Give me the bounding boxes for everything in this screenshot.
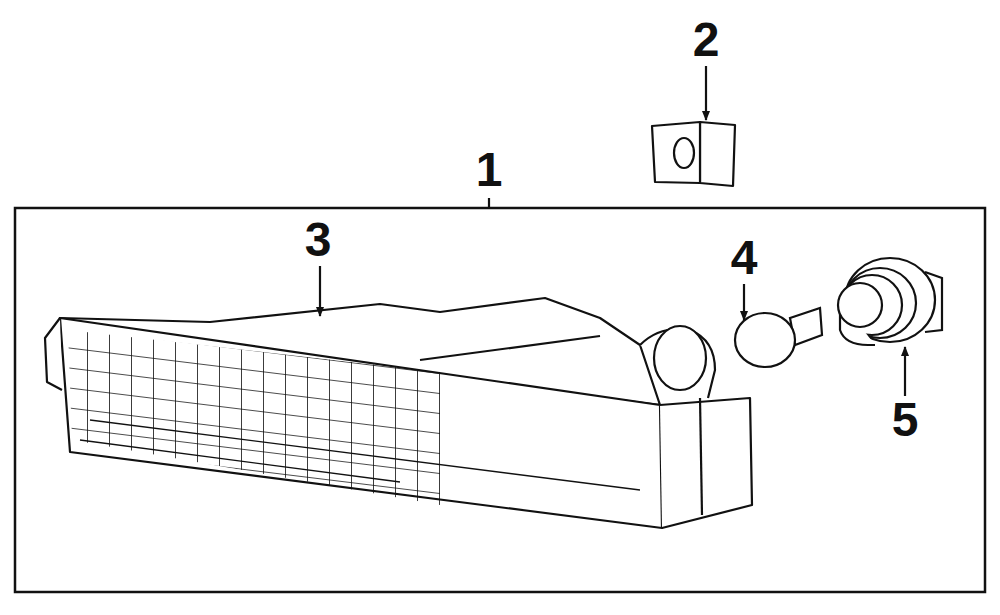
- assembly-frame: [15, 208, 985, 592]
- callout-number: 5: [892, 396, 919, 444]
- leader-lines: [320, 66, 905, 396]
- bulb: [735, 308, 822, 367]
- callout-number: 4: [731, 234, 758, 282]
- callout-number: 1: [476, 146, 503, 194]
- lens-grid: [40, 300, 460, 530]
- bulb-socket: [838, 258, 942, 345]
- retainer-clip: [652, 122, 735, 186]
- callout-number: 3: [305, 216, 332, 264]
- callout-number: 2: [693, 16, 720, 64]
